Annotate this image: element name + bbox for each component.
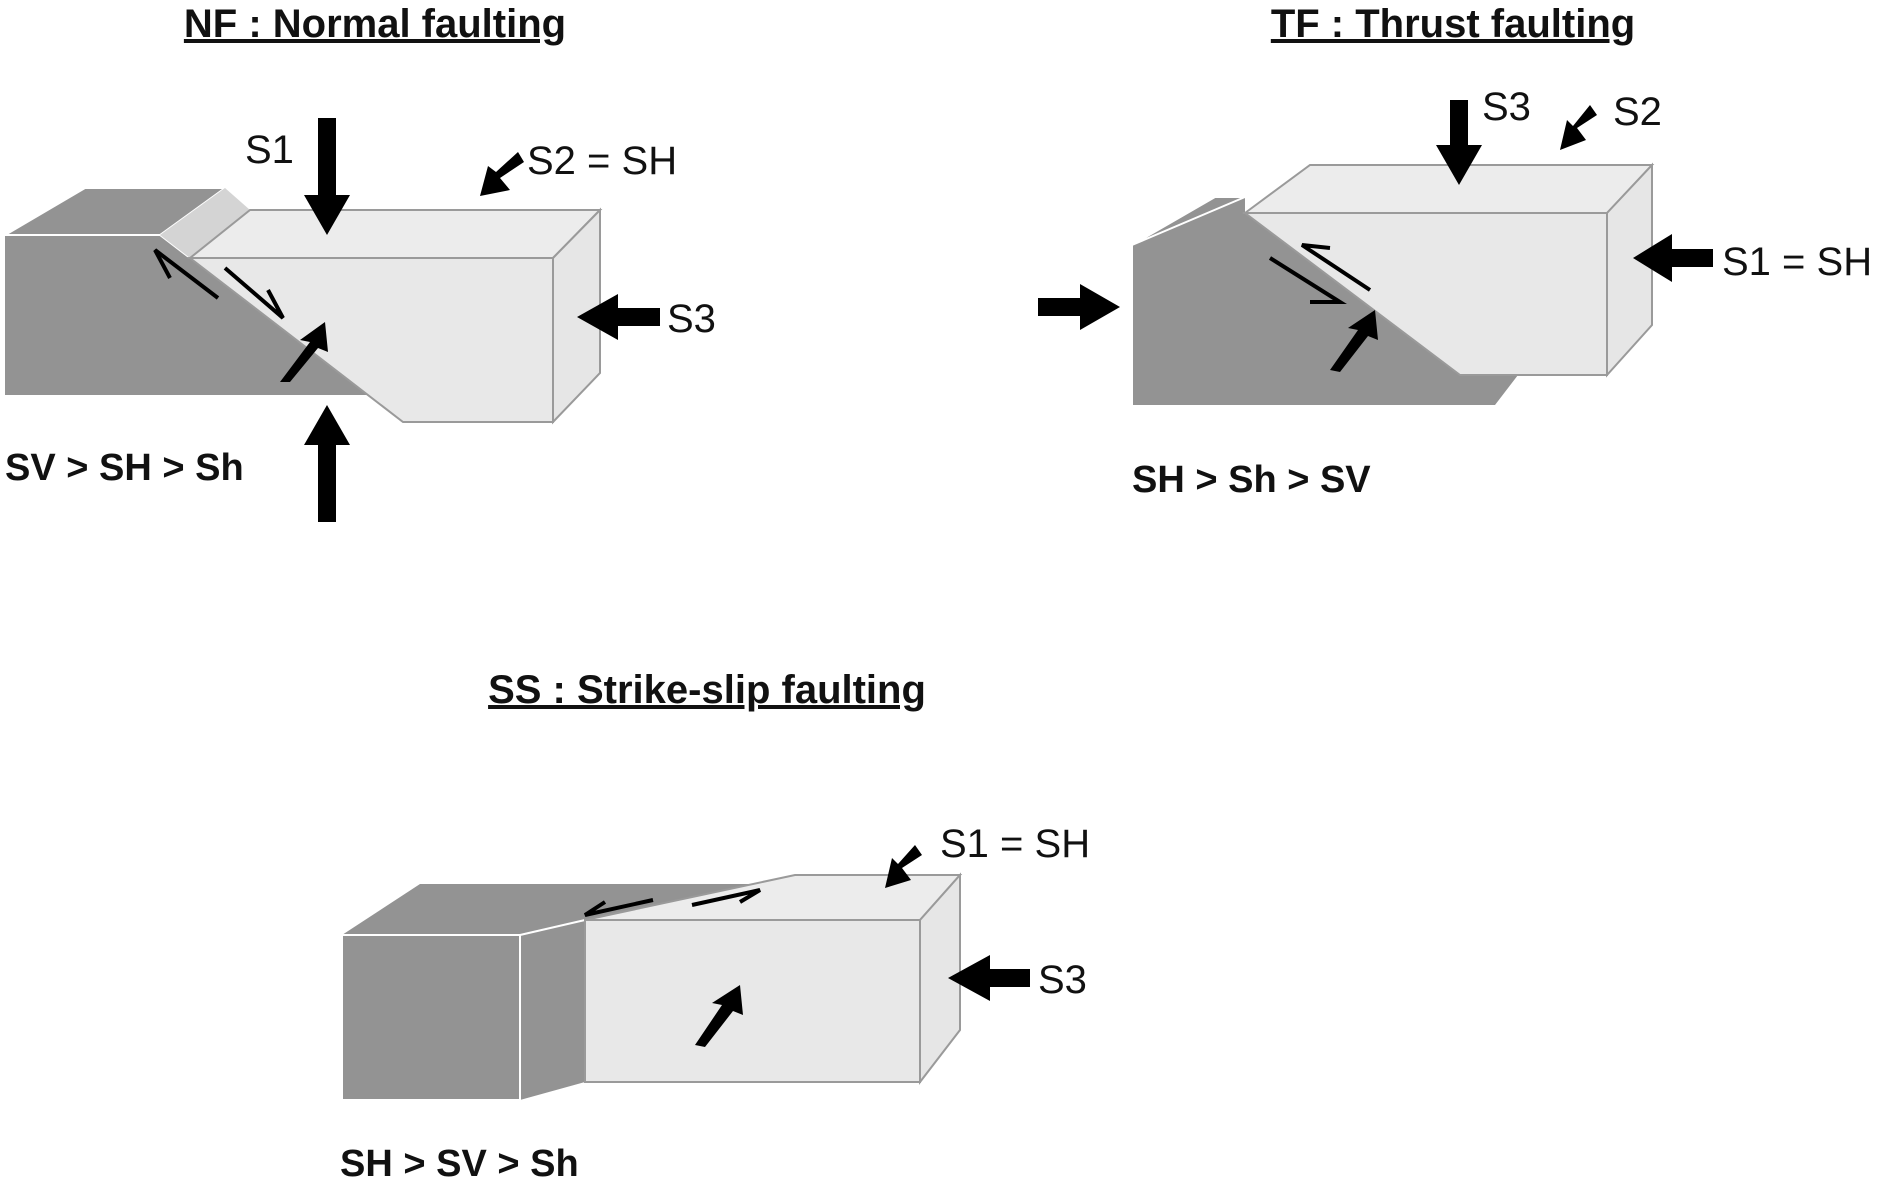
ss-right-block — [584, 872, 963, 1085]
normal-faulting-diagram: NF : Normal faulting S1 S — [1, 2, 716, 522]
nf-s1-arrow-down-icon — [304, 118, 350, 235]
nf-s3-arrow-left-icon — [577, 294, 660, 340]
nf-s2-label: S2 = SH — [527, 139, 677, 183]
tf-s1-label: S1 = SH — [1722, 240, 1872, 284]
strike-slip-faulting-diagram: SS : Strike-slip faulting S1 = SH — [340, 668, 1090, 1185]
nf-fault-scarp — [160, 188, 250, 258]
ss-stress-order: SH > SV > Sh — [340, 1143, 579, 1185]
nf-title: NF : Normal faulting — [184, 2, 566, 46]
tf-slip-indicator-lower — [1268, 256, 1347, 304]
thrust-faulting-diagram: TF : Thrust faulting S3 S2 S1 = — [1038, 2, 1872, 501]
nf-stress-order: SV > SH > Sh — [5, 447, 244, 489]
nf-s3-label: S3 — [667, 297, 716, 341]
ss-s1-arrow-icon — [885, 845, 922, 888]
ss-slip-indicator-left — [583, 898, 654, 917]
ss-title: SS : Strike-slip faulting — [488, 668, 926, 712]
tf-compression-arrow-right-icon — [1038, 284, 1120, 330]
ss-s3-arrow-left-icon — [948, 955, 1030, 1001]
tf-motion-arrow — [1330, 310, 1378, 372]
nf-slip-indicator-right — [223, 266, 285, 320]
nf-motion-arrow — [280, 322, 328, 382]
tf-title: TF : Thrust faulting — [1271, 2, 1635, 46]
ss-motion-arrow — [695, 985, 743, 1047]
ss-s1-label: S1 = SH — [940, 822, 1090, 866]
nf-slip-indicator-left — [153, 248, 220, 300]
tf-slip-indicator-upper — [1300, 243, 1372, 292]
tf-s2-label: S2 — [1613, 90, 1662, 134]
nf-s2-arrow-icon — [480, 152, 524, 196]
tf-hanging-wall-block — [1241, 162, 1655, 378]
ss-s3-label: S3 — [1038, 958, 1087, 1002]
nf-hanging-wall-block — [187, 207, 603, 425]
tf-s3-label: S3 — [1482, 85, 1531, 129]
ss-slip-indicator-right — [691, 888, 762, 907]
tf-s2-arrow-icon — [1560, 105, 1597, 150]
tf-s3-arrow-down-icon — [1436, 100, 1482, 185]
tf-stress-order: SH > Sh > SV — [1132, 459, 1371, 501]
tf-s1-arrow-left-icon — [1633, 234, 1713, 282]
nf-s1-label: S1 — [245, 128, 294, 172]
nf-s1-arrow-up-icon — [304, 405, 350, 522]
